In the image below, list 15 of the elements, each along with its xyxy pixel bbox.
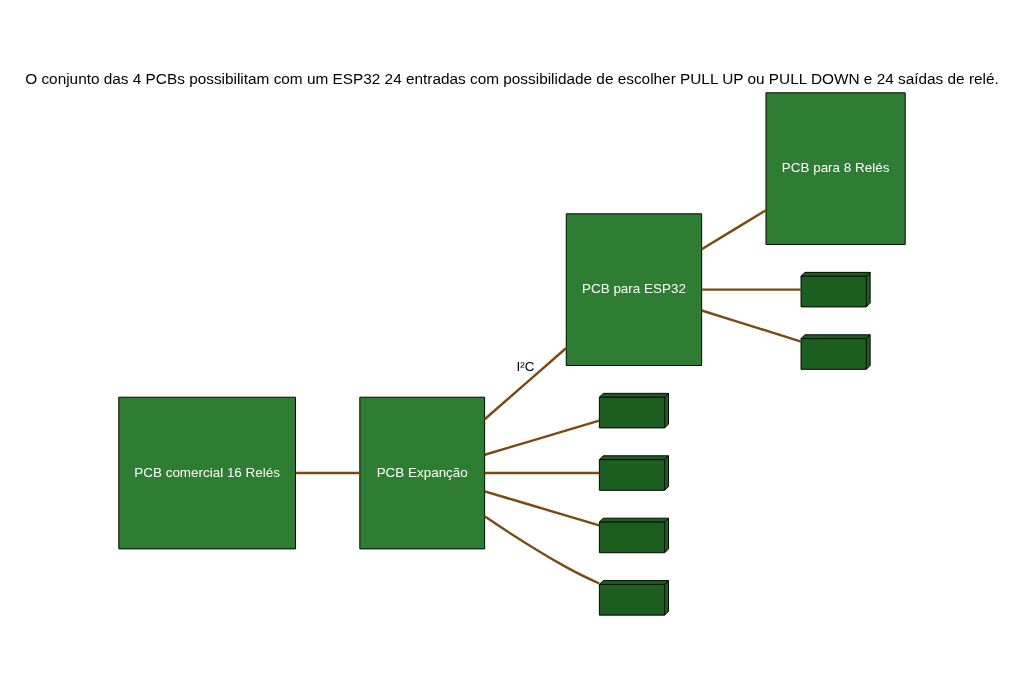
diagram-title: O conjunto das 4 PCBs possibilitam com um ESP32 24 entradas com possibilidade de escolher PULL UP ou PULL DOWN e 24 saídas de relé. [25, 69, 999, 87]
connector [484, 419, 600, 456]
connector [701, 309, 802, 343]
connector [483, 347, 567, 421]
connector [484, 515, 600, 585]
node-box: PCB Expanção [359, 396, 486, 550]
node-box: PCB comercial 16 Relés [118, 396, 296, 550]
edge-label: I²C [516, 359, 535, 375]
connector [484, 490, 600, 527]
connector [484, 471, 600, 475]
node-box: PCB para 8 Relés [765, 92, 906, 245]
connector [295, 471, 360, 475]
connector [701, 209, 767, 251]
connector [701, 288, 801, 291]
node-box: PCB para ESP32 [565, 213, 703, 366]
